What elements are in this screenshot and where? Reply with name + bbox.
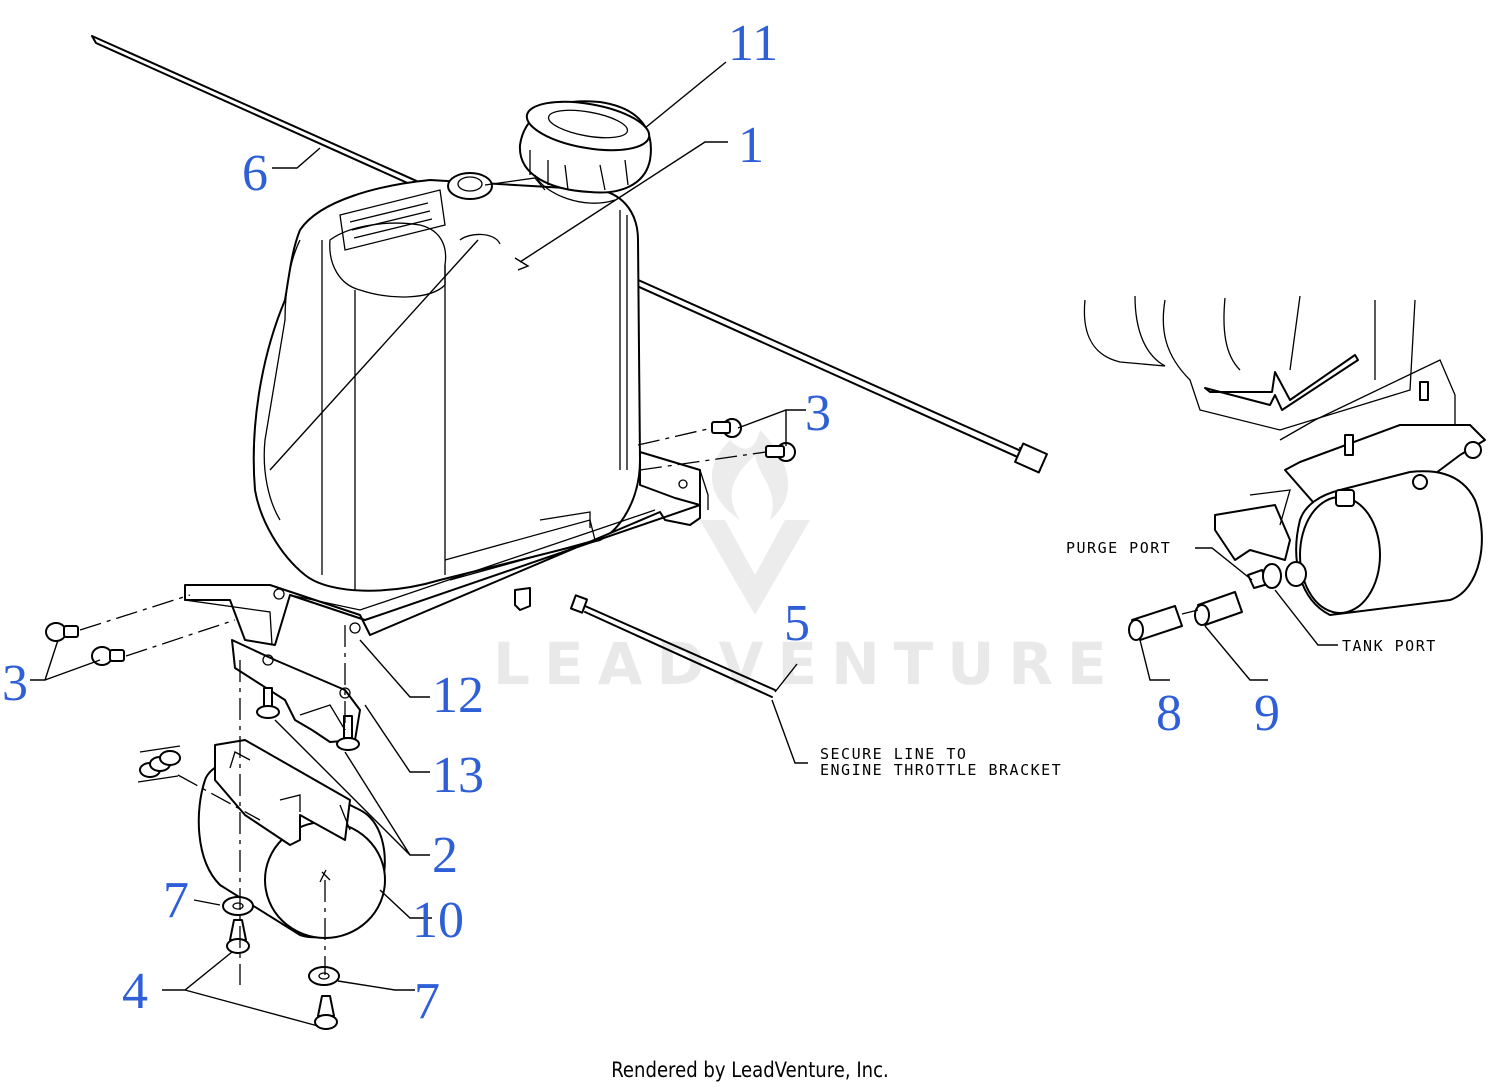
canister-ports-icon xyxy=(137,745,181,783)
callout-8: 8 xyxy=(1156,685,1182,742)
callout-4: 4 xyxy=(122,963,148,1020)
callout-1: 1 xyxy=(738,117,764,174)
callout-10: 10 xyxy=(412,892,464,949)
watermark: LEADVENTURE xyxy=(493,430,1121,698)
note-purge-port: PURGE PORT xyxy=(1066,539,1171,557)
callout-6: 6 xyxy=(242,145,268,202)
part-13-bracket xyxy=(231,639,361,743)
part-6-cable-tie xyxy=(91,35,1048,474)
watermark-text: LEADVENTURE xyxy=(493,630,1121,698)
callout-12: 12 xyxy=(432,667,484,724)
part-11-fuel-cap xyxy=(518,100,652,204)
callout-2: 2 xyxy=(432,827,458,884)
leader-lines xyxy=(30,61,1338,1027)
callout-11: 11 xyxy=(728,15,778,72)
part-7-washers xyxy=(222,896,340,986)
part-2-bolts xyxy=(256,687,360,751)
callout-7-lower: 7 xyxy=(414,973,440,1030)
callout-9: 9 xyxy=(1254,685,1280,742)
callout-3-right: 3 xyxy=(805,385,831,442)
watermark-logo-icon xyxy=(711,430,789,520)
callout-labels: 1 11 6 3 3 12 13 2 10 7 7 4 5 8 9 xyxy=(2,15,1280,1030)
assembly-line-canister xyxy=(177,774,261,821)
notes: SECURE LINE TO ENGINE THROTTLE BRACKET P… xyxy=(820,539,1437,779)
part-5-cable-tie xyxy=(569,594,776,698)
callout-3-left: 3 xyxy=(2,655,28,712)
callout-5: 5 xyxy=(784,595,810,652)
note-secure-line-2: ENGINE THROTTLE BRACKET xyxy=(820,761,1062,779)
warning-label-icon xyxy=(339,189,446,251)
part-1-fuel-tank xyxy=(252,172,641,592)
footer-credit: Rendered by LeadVenture, Inc. xyxy=(611,1058,889,1082)
note-secure-line-1: SECURE LINE TO xyxy=(820,745,967,763)
watermark-v-icon xyxy=(700,520,810,615)
callout-7-upper: 7 xyxy=(163,872,189,929)
callout-13: 13 xyxy=(432,747,484,804)
note-tank-port: TANK PORT xyxy=(1342,637,1437,655)
part-12-bracket xyxy=(184,451,709,646)
detail-view-canister-ports xyxy=(1083,295,1486,641)
part-4-pins xyxy=(226,919,338,1030)
assembly-line-mid xyxy=(324,625,346,975)
